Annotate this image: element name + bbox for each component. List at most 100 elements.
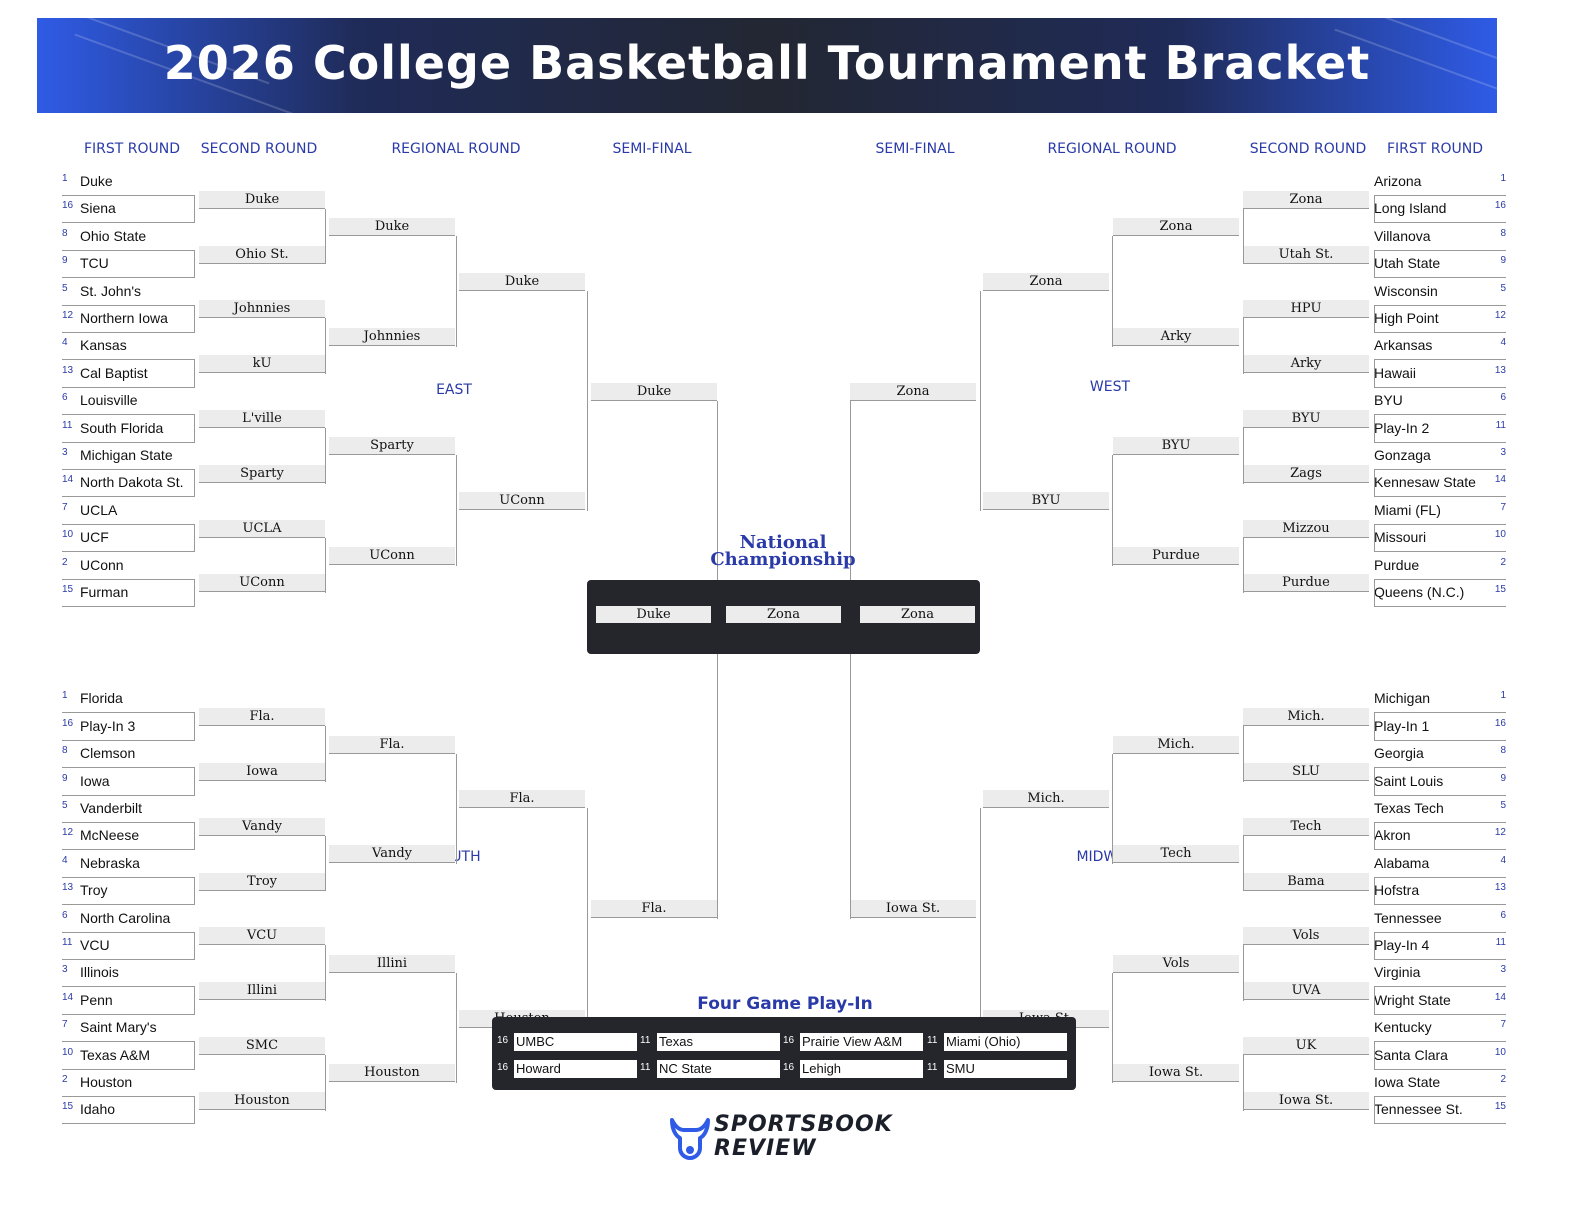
second-round-pick[interactable]: UConn	[199, 574, 325, 593]
regional-final-pick[interactable]: Duke	[459, 272, 585, 291]
second-round-pick[interactable]: Purdue	[1243, 574, 1369, 593]
semi-final-pick[interactable]: Iowa St.	[850, 899, 976, 918]
championship-right-slot[interactable]: Zona	[860, 606, 975, 623]
regional-final-pick[interactable]: Mich.	[983, 790, 1109, 809]
second-round-pick[interactable]: Utah St.	[1243, 245, 1369, 264]
regional-final-pick[interactable]: Zona	[983, 272, 1109, 291]
regional-round-pick[interactable]: Sparty	[329, 437, 455, 456]
second-round-pick[interactable]: SMC	[199, 1036, 325, 1055]
regional-round-pick[interactable]: Fla.	[329, 735, 455, 754]
second-round-pick[interactable]: BYU	[1243, 409, 1369, 428]
semi-final-pick[interactable]: Duke	[591, 382, 717, 401]
regional-round-pick[interactable]: Arky	[1113, 327, 1239, 346]
second-round-pick[interactable]: Sparty	[199, 464, 325, 483]
second-round-pick[interactable]: Illini	[199, 982, 325, 1001]
second-round-pick[interactable]: VCU	[199, 927, 325, 946]
second-round-pick[interactable]: HPU	[1243, 300, 1369, 319]
second-round-pick[interactable]: Mizzou	[1243, 519, 1369, 538]
second-round-pick[interactable]: Vandy	[199, 817, 325, 836]
regional-round-pick[interactable]: Purdue	[1113, 546, 1239, 565]
second-round-pick[interactable]: Bama	[1243, 872, 1369, 891]
regional-round-pick[interactable]: UConn	[329, 546, 455, 565]
second-round-pick[interactable]: Zona	[1243, 190, 1369, 209]
semi-final-pick[interactable]: Fla.	[591, 899, 717, 918]
second-round-pick[interactable]: Duke	[199, 190, 325, 209]
second-round-pick[interactable]: Arky	[1243, 355, 1369, 374]
second-round-pick[interactable]: Mich.	[1243, 708, 1369, 727]
regional-final-pick[interactable]: Fla.	[459, 790, 585, 809]
regional-round-pick[interactable]: Tech	[1113, 845, 1239, 864]
regional-round-pick[interactable]: Johnnies	[329, 327, 455, 346]
regional-round-pick[interactable]: Illini	[329, 954, 455, 973]
second-round-pick[interactable]: Zags	[1243, 464, 1369, 483]
regional-final-pick[interactable]: UConn	[459, 492, 585, 511]
second-round-pick[interactable]: UVA	[1243, 982, 1369, 1001]
regional-round-pick[interactable]: Mich.	[1113, 735, 1239, 754]
second-round-pick[interactable]: Tech	[1243, 817, 1369, 836]
regional-round-pick[interactable]: Duke	[329, 218, 455, 237]
regional-round-pick[interactable]: Houston	[329, 1064, 455, 1083]
second-round-pick[interactable]: UCLA	[199, 519, 325, 538]
regional-round-pick[interactable]: BYU	[1113, 437, 1239, 456]
second-round-pick[interactable]: Vols	[1243, 927, 1369, 946]
